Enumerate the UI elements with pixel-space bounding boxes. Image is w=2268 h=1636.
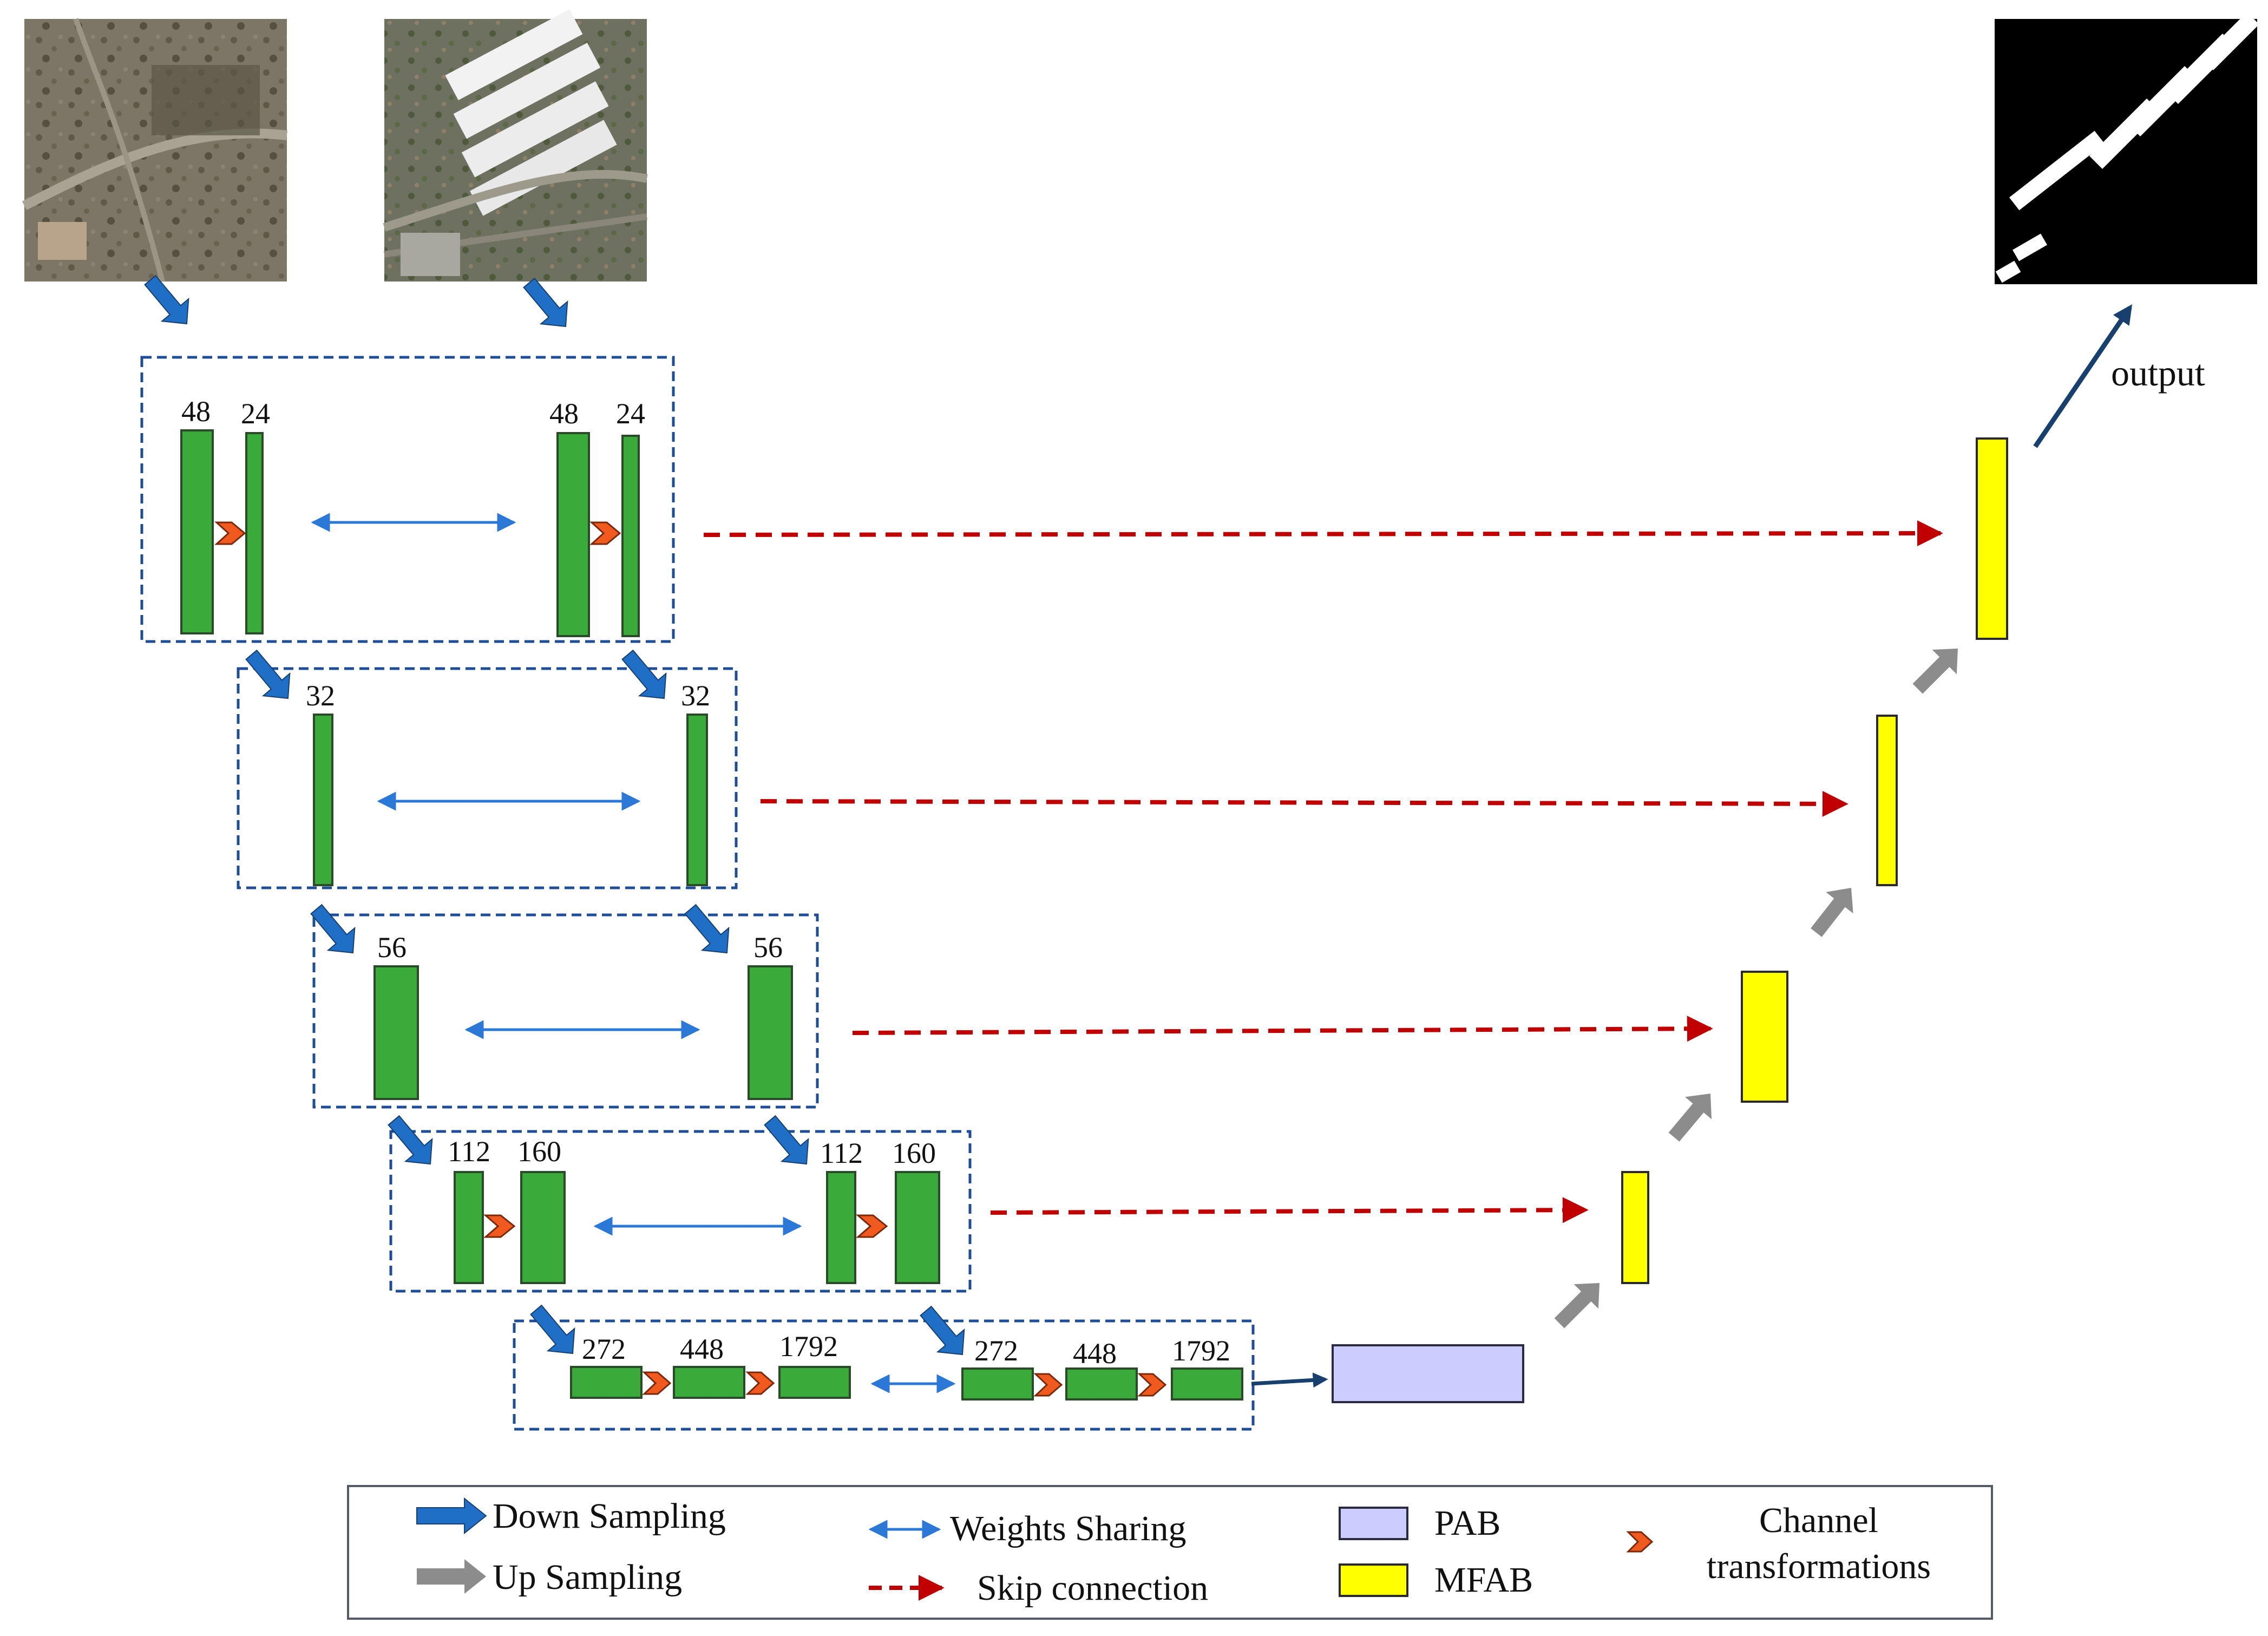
up-sampling-arrow	[1668, 1094, 1712, 1142]
down-sampling-arrow	[920, 1305, 965, 1356]
legend-down-sampling: Down Sampling	[493, 1496, 726, 1536]
encoder-block	[686, 714, 708, 886]
mfab-block	[1876, 715, 1898, 886]
output-arrow	[2033, 304, 2133, 448]
stage-1-box	[140, 356, 675, 643]
channel-label: 32	[681, 679, 710, 712]
down-sampling-arrow	[621, 649, 667, 699]
skip-connection-arrow	[852, 1016, 1713, 1042]
stage-3-box	[312, 913, 819, 1109]
pab-connector-arrow	[1251, 1372, 1328, 1388]
skip-connection-arrow	[760, 790, 1849, 817]
legend-up-sampling: Up Sampling	[493, 1558, 682, 1597]
up-sampling-arrow	[1554, 1283, 1600, 1329]
legend-skip-connection: Skip connection	[977, 1568, 1208, 1608]
down-sampling-arrow	[523, 277, 568, 328]
channel-label: 160	[517, 1135, 561, 1168]
encoder-block	[245, 432, 264, 634]
channel-transform-icon	[745, 1371, 775, 1395]
mfab-block	[1741, 971, 1788, 1103]
encoder-block	[1171, 1367, 1243, 1401]
stage-5-box	[513, 1319, 1255, 1431]
down-sampling-arrow	[684, 904, 730, 954]
stage-2-box	[237, 667, 738, 889]
channel-label: 1792	[1172, 1334, 1230, 1367]
encoder-block	[180, 429, 214, 634]
channel-label: 56	[753, 931, 783, 964]
encoder-block	[454, 1171, 484, 1284]
up-sampling-arrow	[1811, 888, 1853, 937]
legend-channel-line2: transformations	[1707, 1547, 1931, 1586]
channel-label: 272	[582, 1333, 626, 1365]
mfab-block	[1621, 1171, 1649, 1284]
skip-connection-arrow	[990, 1197, 1589, 1223]
encoder-block	[895, 1171, 940, 1284]
encoder-block	[1065, 1367, 1138, 1401]
encoder-block	[556, 432, 590, 637]
encoder-block	[373, 965, 419, 1100]
channel-label: 448	[1073, 1337, 1117, 1370]
legend-frame	[347, 1485, 1993, 1620]
down-sampling-arrow	[310, 904, 356, 954]
channel-label: 448	[680, 1333, 724, 1365]
encoder-block	[673, 1366, 745, 1399]
channel-transform-icon	[589, 521, 621, 545]
channel-label: 112	[448, 1135, 490, 1168]
legend-channel-line1: Channel	[1759, 1501, 1878, 1540]
down-sampling-arrow	[530, 1304, 575, 1354]
channel-label: 56	[377, 931, 407, 964]
channel-label: 48	[549, 397, 579, 430]
down-sampling-arrow	[144, 274, 189, 325]
channel-label: 160	[892, 1137, 936, 1169]
input-image-a: satellite image	[22, 18, 287, 283]
channel-label: 112	[820, 1137, 863, 1169]
channel-transform-icon	[483, 1214, 516, 1238]
legend-pab-swatch	[1339, 1507, 1408, 1540]
channel-transform-icon	[642, 1371, 672, 1395]
encoder-block	[826, 1171, 856, 1284]
legend-down-sampling-icon	[416, 1497, 487, 1535]
channel-transform-icon	[1137, 1373, 1167, 1397]
channel-label: 48	[181, 395, 211, 428]
channel-label: 24	[241, 397, 270, 430]
output-mask-image: segmentation mask	[1995, 12, 2259, 284]
skip-connection-arrow	[703, 520, 1943, 547]
legend: Down Sampling Up Sampling Weights Sharin…	[347, 1485, 1993, 1620]
encoder-block	[621, 435, 640, 637]
encoder-block	[520, 1171, 566, 1284]
legend-up-sampling-icon	[417, 1559, 486, 1594]
pab-block	[1332, 1344, 1524, 1403]
legend-mfab-swatch	[1339, 1563, 1408, 1597]
encoder-block	[313, 714, 333, 886]
down-sampling-arrow	[388, 1115, 433, 1165]
channel-label: 1792	[779, 1330, 838, 1363]
down-sampling-arrow	[245, 649, 291, 699]
encoder-block	[961, 1367, 1034, 1401]
encoder-block	[570, 1366, 643, 1399]
output-label: output	[2111, 352, 2205, 394]
channel-transform-icon	[855, 1214, 888, 1238]
channel-transform-icon	[214, 521, 246, 545]
stage-4-box	[389, 1130, 972, 1293]
legend-mfab: MFAB	[1434, 1560, 1533, 1600]
legend-pab: PAB	[1434, 1503, 1500, 1543]
up-sampling-arrow	[1912, 649, 1958, 694]
channel-transform-icon	[1033, 1373, 1063, 1397]
encoder-block	[778, 1366, 851, 1399]
down-sampling-arrow	[764, 1115, 809, 1165]
channel-label: 32	[306, 679, 335, 712]
legend-channel-transform-icon	[1626, 1531, 1654, 1553]
mfab-block	[1976, 437, 2008, 640]
legend-weights-sharing: Weights Sharing	[950, 1509, 1186, 1548]
channel-label: 24	[616, 397, 645, 430]
encoder-block	[748, 965, 793, 1100]
channel-label: 272	[974, 1334, 1018, 1367]
input-image-b: satellite image	[383, 9, 648, 282]
